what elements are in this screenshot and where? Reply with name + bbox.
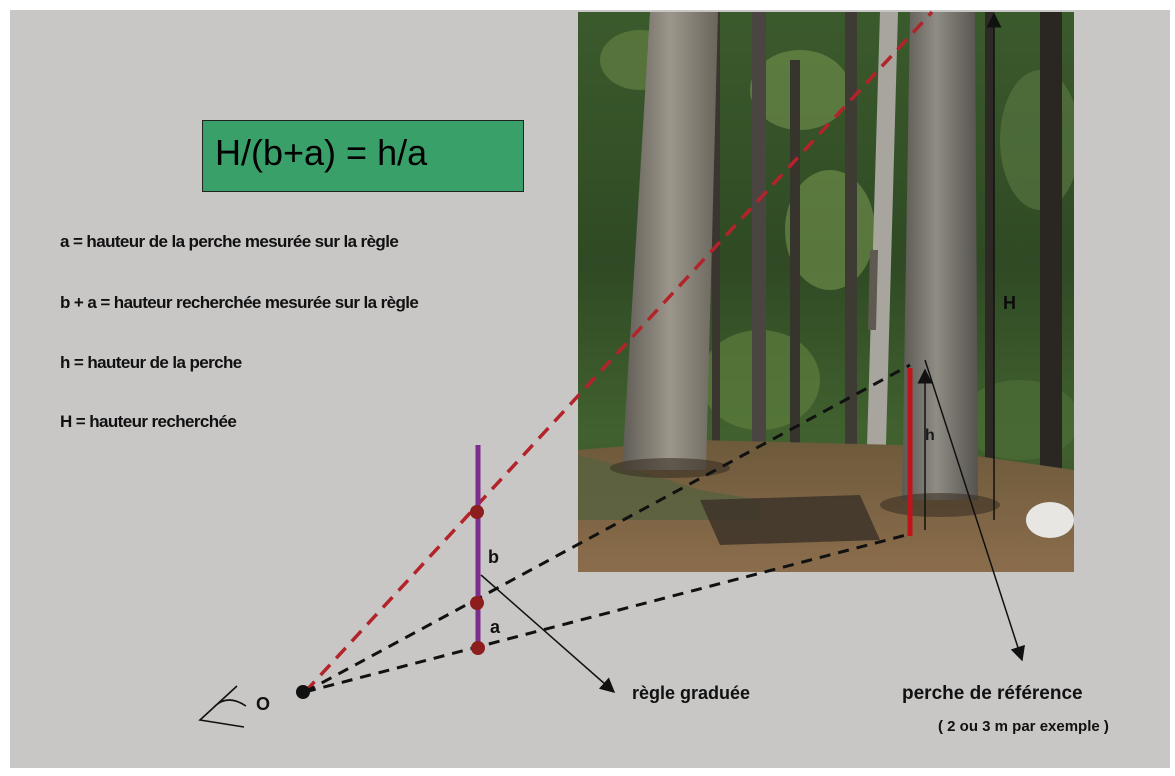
eye-icon [198, 685, 247, 728]
ruler-point-middle [470, 596, 484, 610]
label-H: H [1003, 293, 1016, 313]
legend-line-a: a = hauteur de la perche mesurée sur la … [60, 232, 399, 251]
pole-pointer-arrow [924, 359, 1025, 662]
legend-line-b-plus-a: b + a = hauteur recherchée mesurée sur l… [60, 293, 419, 312]
black-sightline-bottom [304, 532, 911, 694]
ruler-pointer-arrow [480, 574, 616, 693]
ruler-point-bottom [471, 641, 485, 655]
observer-point [296, 685, 310, 699]
pole-caption-title: perche de référence [902, 683, 1083, 704]
label-h: h [925, 427, 935, 444]
formula-box: H/(b+a) = h/a [202, 120, 524, 192]
pole-caption-note: ( 2 ou 3 m par exemple ) [938, 718, 1109, 735]
label-b: b [488, 547, 499, 567]
legend-line-H: H = hauteur recherchée [60, 412, 237, 431]
red-sightline [303, 10, 934, 694]
label-a: a [490, 617, 501, 637]
sightline-diagram [198, 10, 1025, 728]
black-sightline-top [304, 363, 911, 694]
forest-photo [578, 12, 1074, 572]
diagram-panel: H/(b+a) = h/a a = hauteur de la perche m… [10, 10, 1170, 768]
legend-line-h: h = hauteur de la perche [60, 353, 242, 372]
formula-text: H/(b+a) = h/a [215, 132, 428, 173]
ruler-caption: règle graduée [632, 683, 751, 703]
observer-label: O [256, 694, 271, 714]
ruler-point-top [470, 505, 484, 519]
